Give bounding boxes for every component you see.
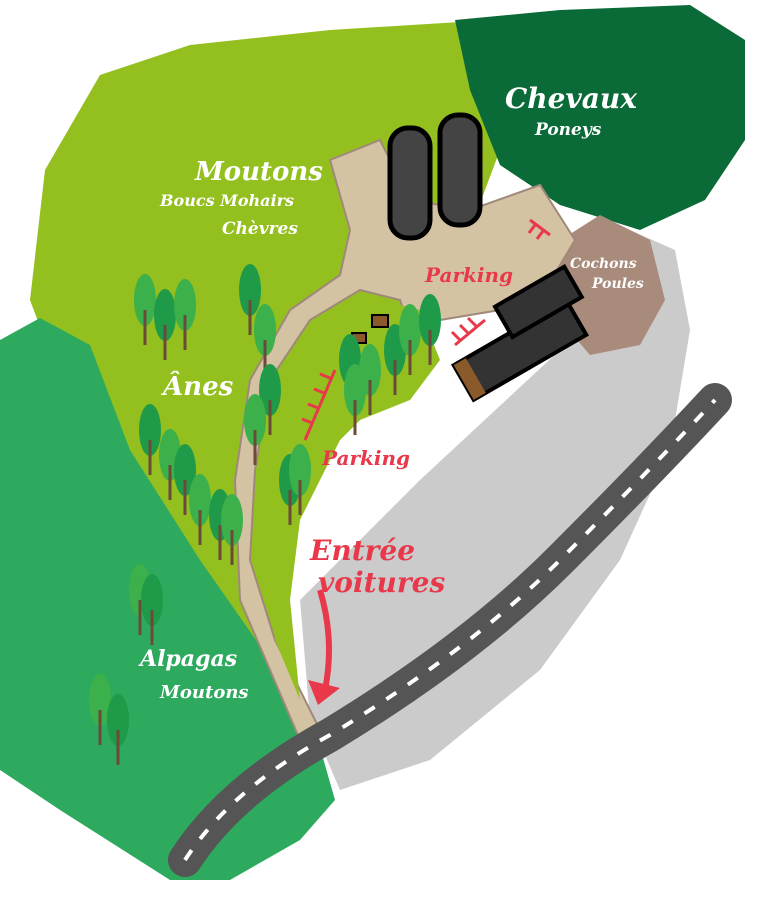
- tree: [221, 494, 243, 565]
- parking-marks: [301, 218, 551, 441]
- label-chevres: Chèvres: [222, 219, 298, 239]
- barn: [450, 263, 590, 403]
- label-anes: Ânes: [160, 370, 234, 402]
- label-chevaux: Chevaux: [505, 82, 637, 115]
- label-boucs-mohairs: Boucs Mohairs: [159, 191, 294, 210]
- label-alpagas-moutons: Moutons: [159, 682, 249, 703]
- green-strip: [268, 300, 440, 700]
- label-poules: Poules: [591, 276, 644, 292]
- trees: [89, 264, 441, 765]
- tree: [154, 289, 176, 360]
- label-parking-top: Parking: [424, 263, 513, 287]
- tree: [139, 404, 161, 475]
- tree: [399, 304, 421, 375]
- tree: [239, 264, 261, 335]
- dark-green-zone: [455, 5, 745, 230]
- tree: [189, 474, 211, 545]
- tree: [174, 444, 196, 515]
- entrance-arrow: [317, 589, 332, 691]
- greenhouses: [387, 112, 483, 241]
- mid-green-zone: [0, 318, 335, 880]
- tree: [107, 694, 129, 765]
- label-moutons: Moutons: [194, 157, 323, 187]
- tree: [89, 674, 111, 745]
- tree: [134, 274, 156, 345]
- tree: [259, 364, 281, 435]
- main-path: [233, 138, 577, 742]
- tree: [289, 444, 311, 515]
- tree: [174, 279, 196, 350]
- label-entree: Entrée: [309, 534, 415, 567]
- label-cochons: Cochons: [570, 256, 637, 272]
- entrance-arrow-head: [308, 680, 340, 705]
- road: [168, 383, 732, 877]
- tree: [141, 574, 163, 645]
- tree: [344, 364, 366, 435]
- tree: [419, 294, 441, 365]
- label-alpagas: Alpagas: [138, 646, 237, 672]
- tree: [244, 394, 266, 465]
- hut: [371, 314, 389, 328]
- grey-zone: [300, 230, 690, 790]
- label-parking-bottom: Parking: [321, 446, 410, 470]
- label-voitures: voitures: [318, 566, 445, 599]
- label-poneys: Poneys: [534, 120, 602, 140]
